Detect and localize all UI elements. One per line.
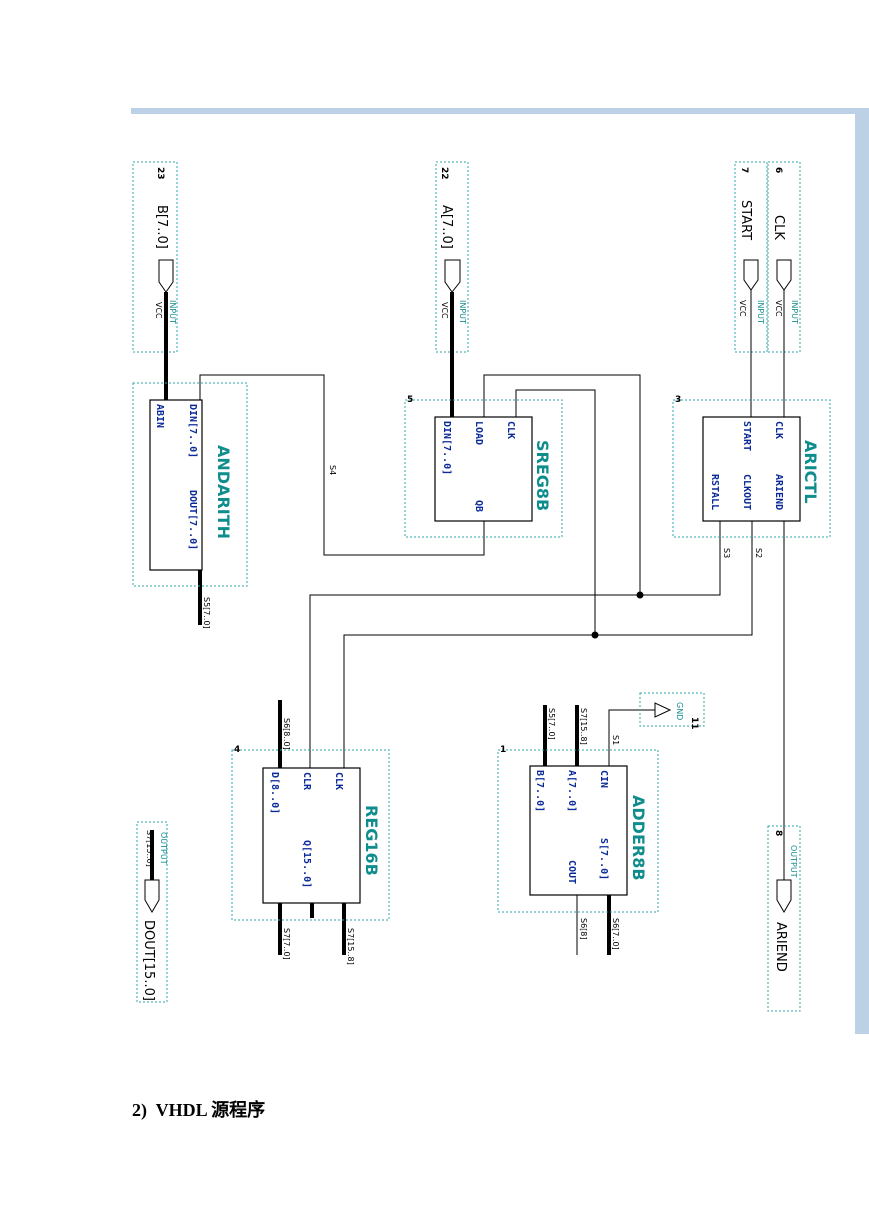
svg-text:A[7..0]: A[7..0] [439, 205, 454, 249]
svg-text:Q[15..0]: Q[15..0] [301, 840, 312, 888]
signal-s4-label: S4 [328, 465, 337, 475]
output-pin-ariend[interactable]: 8 OUTPUT ARIEND [767, 825, 801, 1012]
svg-text:ARICTL: ARICTL [801, 440, 820, 504]
instance-arictl[interactable]: 3 CLK START ARIEND CLKOUT RSTALL ARICTL [672, 395, 831, 538]
screenshot-frame-right [855, 108, 869, 1034]
signal-s3-label: S3 [722, 548, 731, 558]
svg-text:A[7..0]: A[7..0] [566, 770, 577, 812]
svg-text:3: 3 [675, 395, 681, 405]
svg-text:DOUT[7..0]: DOUT[7..0] [187, 490, 198, 550]
svg-text:OUTPUT: OUTPUT [789, 845, 798, 878]
svg-text:START: START [738, 200, 753, 240]
signal-s7-hi-label: S7[15..8] [579, 708, 588, 745]
svg-text:6: 6 [773, 167, 783, 173]
svg-text:B[7..0]: B[7..0] [154, 205, 169, 249]
svg-text:DOUT[15..0]: DOUT[15..0] [141, 920, 156, 1001]
svg-text:INPUT: INPUT [756, 300, 765, 324]
svg-text:INPUT: INPUT [168, 300, 177, 324]
junction-dot [636, 591, 644, 599]
svg-text:COUT: COUT [566, 860, 577, 884]
wires [150, 290, 785, 955]
input-pin-b[interactable]: 23 B[7..0] INPUT VCC [132, 161, 178, 353]
svg-text:REG16B: REG16B [362, 805, 381, 876]
svg-text:DIN[7..0]: DIN[7..0] [441, 421, 452, 475]
instance-andarith[interactable]: ABIN DIN[7..0] DOUT[7..0] ANDARITH [132, 382, 248, 587]
svg-text:VCC: VCC [738, 300, 747, 317]
signal-s6-7-label: S6[7..0] [611, 918, 620, 950]
svg-text:CLK: CLK [505, 421, 516, 439]
signal-s6-label: S6[8..0] [282, 718, 291, 750]
svg-text:RSTALL: RSTALL [709, 474, 720, 510]
svg-text:S7[15..0]: S7[15..0] [145, 830, 154, 867]
svg-text:VCC: VCC [440, 302, 449, 319]
svg-text:5: 5 [407, 395, 413, 405]
svg-text:ADDER8B: ADDER8B [629, 795, 648, 881]
svg-text:1: 1 [500, 745, 506, 755]
signal-s5-label: S5[7..0] [202, 597, 211, 629]
svg-text:8: 8 [773, 830, 783, 836]
instance-adder8b[interactable]: 1 CIN A[7..0] B[7..0] S[7..0] COUT ADDER… [497, 745, 659, 913]
svg-text:GND: GND [675, 702, 684, 720]
svg-text:QB: QB [473, 500, 484, 512]
svg-text:OUTPUT: OUTPUT [159, 832, 168, 865]
signal-s2-label: S2 [754, 548, 763, 558]
gnd-symbol: GND 11 [639, 692, 705, 730]
svg-text:S[7..0]: S[7..0] [598, 838, 609, 880]
section-caption: 2) VHDL 源程序 [132, 1100, 266, 1120]
screenshot-frame-top [131, 108, 869, 114]
svg-text:VCC: VCC [774, 300, 783, 317]
svg-text:22: 22 [439, 167, 449, 180]
signal-s7-lo-label: S7[7..0] [282, 928, 291, 960]
instance-reg16b[interactable]: 4 CLK CLR D[8..0] Q[15..0] REG16B [231, 745, 390, 921]
svg-text:VCC: VCC [154, 302, 163, 319]
svg-text:ABIN: ABIN [154, 404, 165, 428]
output-pin-dout[interactable]: S7[15..0] OUTPUT DOUT[15..0] [136, 821, 168, 1003]
svg-text:INPUT: INPUT [790, 300, 799, 324]
svg-text:CIN: CIN [598, 770, 609, 788]
svg-text:11: 11 [689, 717, 699, 730]
svg-text:INPUT: INPUT [458, 300, 467, 324]
svg-text:B[7..0]: B[7..0] [534, 770, 545, 812]
svg-text:CLK: CLK [773, 421, 784, 439]
junction-dot [591, 631, 599, 639]
svg-text:DIN[7..0]: DIN[7..0] [187, 404, 198, 458]
signal-s1-label: S1 [611, 735, 620, 745]
svg-text:LOAD: LOAD [473, 421, 484, 445]
svg-text:4: 4 [234, 745, 240, 755]
svg-text:ARIEND: ARIEND [773, 922, 788, 972]
svg-text:CLK: CLK [771, 215, 786, 240]
svg-text:CLK: CLK [333, 772, 344, 790]
signal-s7-hi2-label: S7[15..8] [346, 928, 355, 965]
svg-text:D[8..0]: D[8..0] [269, 772, 280, 814]
instance-sreg8b[interactable]: 5 CLK LOAD DIN[7..0] QB SREG8B [404, 395, 563, 538]
svg-text:CLR: CLR [301, 772, 312, 791]
svg-text:ANDARITH: ANDARITH [214, 445, 233, 539]
svg-text:CLKOUT: CLKOUT [741, 474, 752, 510]
signal-s6-8-label: S6[8] [579, 918, 588, 940]
svg-text:SREG8B: SREG8B [533, 440, 552, 511]
svg-text:7: 7 [739, 167, 749, 173]
svg-text:23: 23 [155, 167, 165, 180]
svg-text:ARIEND: ARIEND [773, 474, 784, 510]
signal-s5b-label: S5[7..0] [547, 708, 556, 740]
svg-text:START: START [741, 421, 752, 451]
